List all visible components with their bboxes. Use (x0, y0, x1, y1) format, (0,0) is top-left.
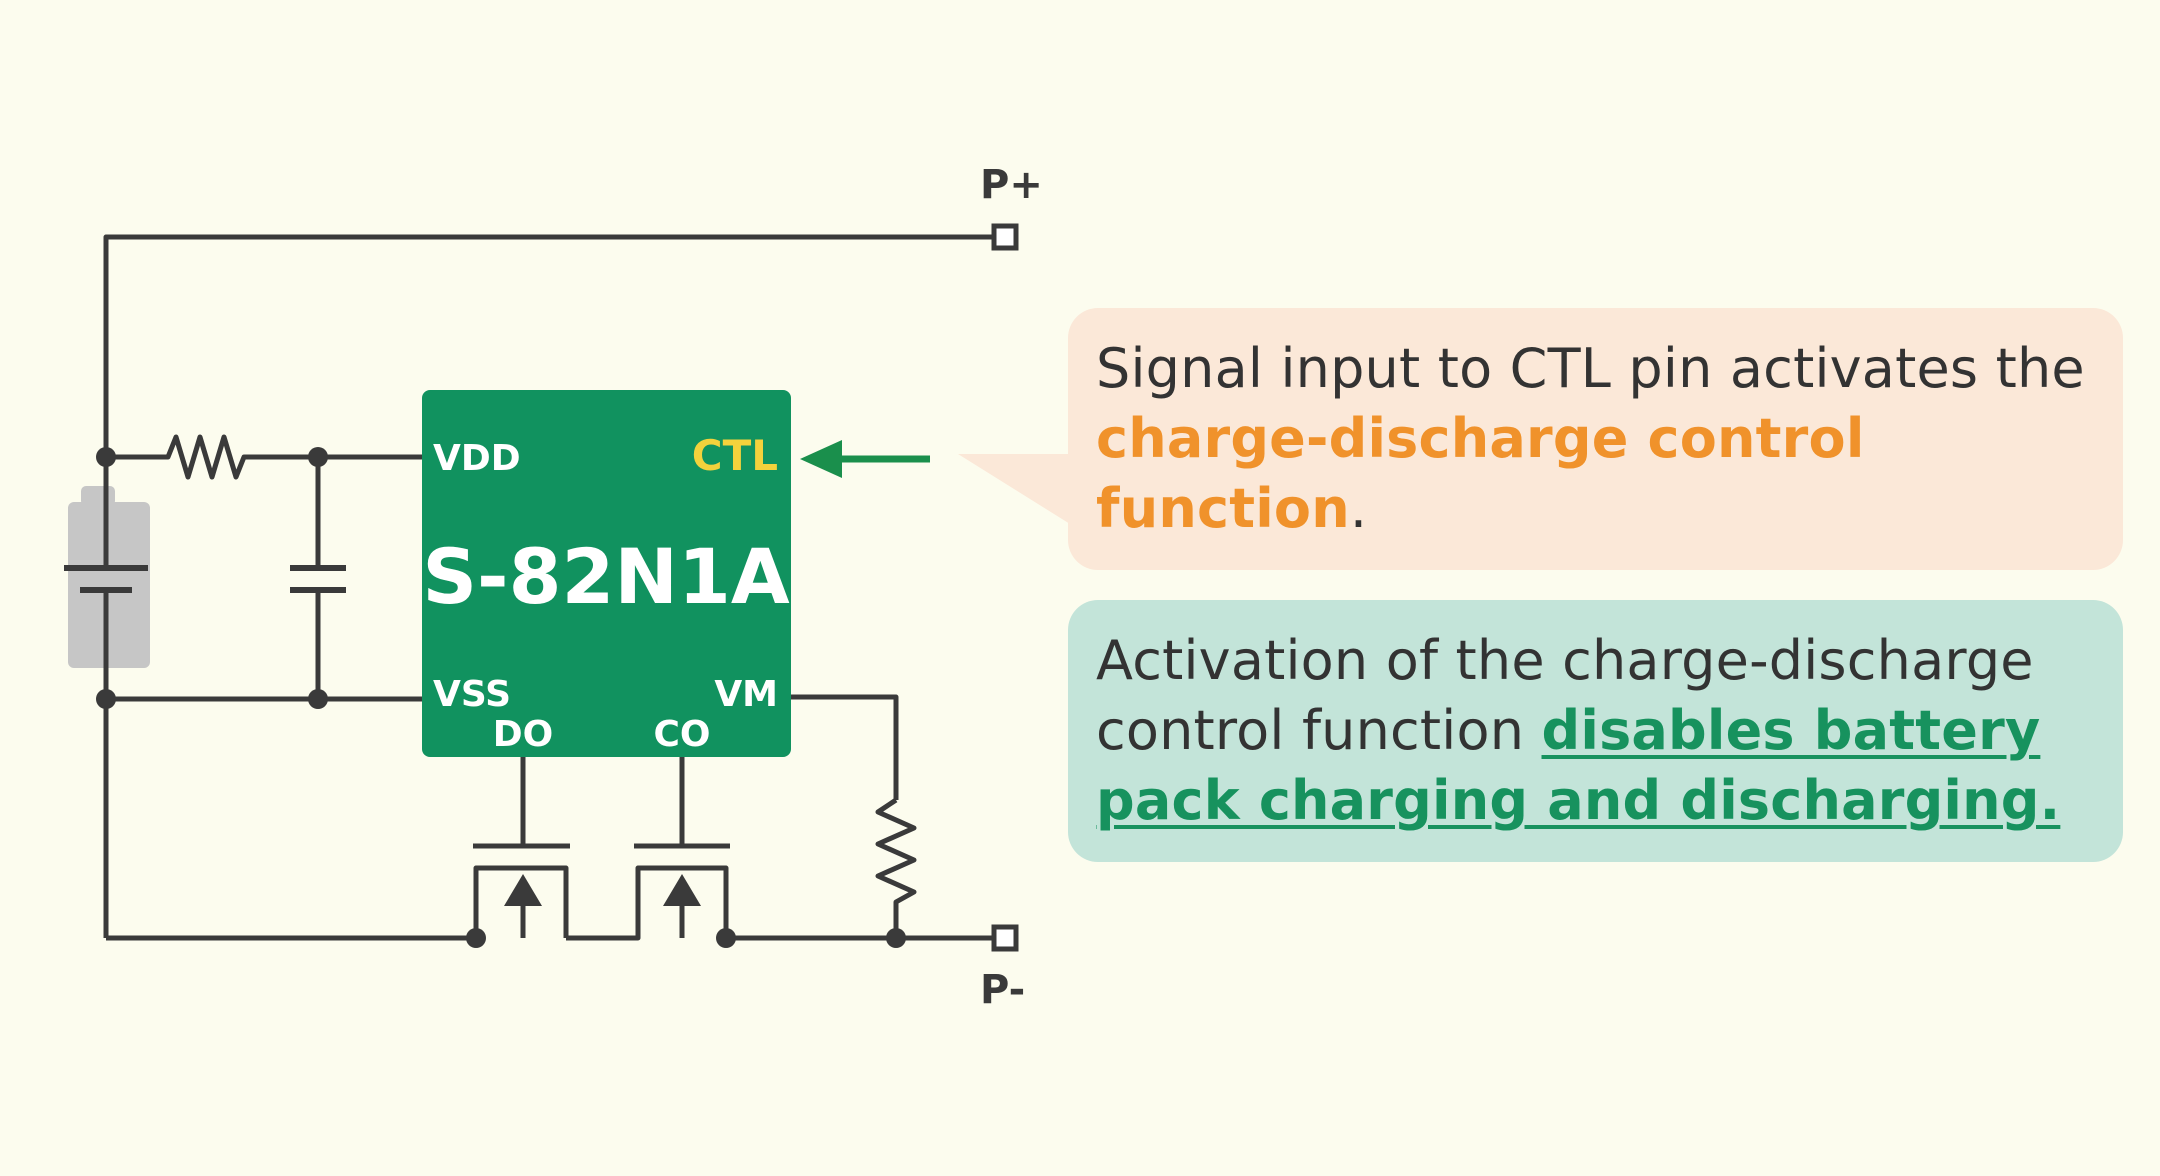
terminal-positive: P+ (980, 162, 1043, 251)
terminal-positive-label: P+ (980, 162, 1043, 208)
terminal-negative-label: P- (980, 967, 1025, 1013)
callout-disable-text: Activation of the charge-discharge contr… (1096, 629, 2034, 762)
junction-dots (96, 447, 906, 948)
chip-name: S-82N1A (422, 532, 790, 621)
callout-ctl-text: Signal input to CTL pin activates the (1096, 337, 2085, 400)
pin-vm: VM (714, 674, 778, 715)
pin-co: CO (653, 714, 710, 755)
pin-ctl: CTL (692, 431, 778, 480)
callout-pointer (958, 454, 1070, 524)
callout-ctl-activation: Signal input to CTL pin activates the ch… (1068, 308, 2123, 570)
battery-symbol (64, 565, 148, 593)
capacitor-symbol (290, 565, 346, 593)
battery-cell (68, 486, 150, 668)
callout-disable-highlight: disables battery pack charging and disch… (1096, 699, 2061, 832)
circuit-wires (103, 234, 994, 941)
pin-vss: VSS (433, 674, 511, 715)
pin-do: DO (493, 714, 554, 755)
callout-ctl-highlight: charge-discharge control function (1096, 407, 1865, 540)
mosfet-arrows (504, 874, 701, 906)
ctl-signal-arrow (800, 440, 930, 478)
pin-vdd: VDD (433, 438, 521, 479)
terminal-negative: P- (980, 924, 1025, 1013)
callout-disable-charging: Activation of the charge-discharge contr… (1068, 600, 2123, 862)
chip-s82n1a: S-82N1A VDD CTL VSS DO CO VM (422, 390, 791, 757)
callout-ctl-text-end: . (1349, 477, 1368, 540)
